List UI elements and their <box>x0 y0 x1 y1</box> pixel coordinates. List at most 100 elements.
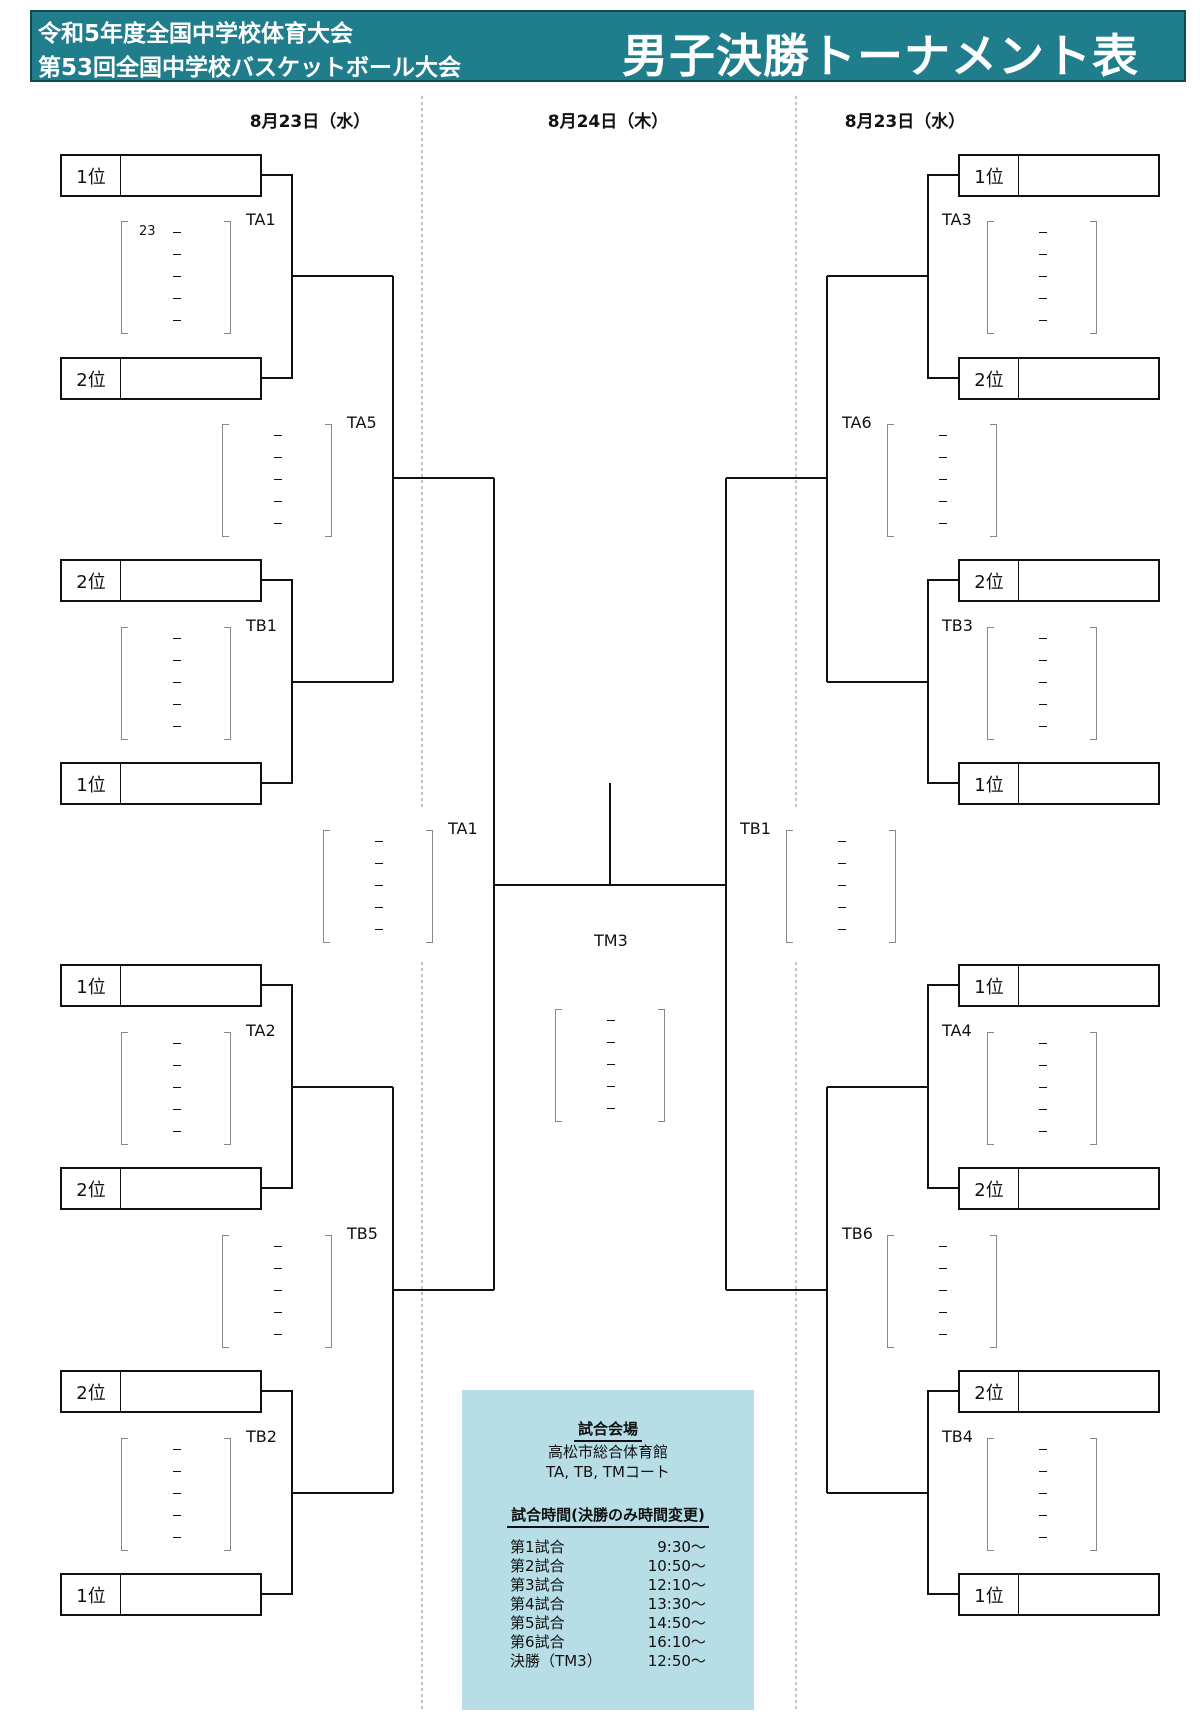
schedule-row: 決勝（TM3） 12:50～ <box>504 1652 712 1671</box>
score-block: 23 <box>121 221 231 334</box>
match-code-semi-right: TB1 <box>740 819 771 838</box>
venue-name: 高松市総合体育館 <box>547 1443 668 1461</box>
schedule-row: 第3試合 12:10～ <box>504 1576 712 1595</box>
team-name <box>1019 1372 1158 1411</box>
match-code-final: TM3 <box>594 931 628 950</box>
slot-right-8: 1位 <box>958 1573 1160 1616</box>
date-left: 8月23日（水） <box>249 112 371 132</box>
title-banner: 令和5年度全国中学校体育大会 第53回全国中学校バスケットボール大会 男子決勝ト… <box>30 10 1186 83</box>
game-label: 第2試合 <box>510 1557 565 1575</box>
slot-right-5: 1位 <box>958 964 1160 1007</box>
team-name <box>121 1575 260 1614</box>
venue-heading: 試合会場 <box>573 1418 642 1442</box>
game-time: 14:50～ <box>647 1614 706 1632</box>
slot-right-3: 2位 <box>958 559 1160 602</box>
slot-left-7: 2位 <box>60 1370 262 1413</box>
game-time: 13:30～ <box>647 1595 706 1613</box>
rank-label: 2位 <box>62 359 121 398</box>
game-time: 12:50～ <box>647 1652 706 1670</box>
game-time: 12:10～ <box>647 1576 706 1594</box>
match-code-tb5: TB5 <box>347 1224 378 1243</box>
slot-left-2: 2位 <box>60 357 262 400</box>
match-code-tb4: TB4 <box>942 1427 973 1446</box>
team-name <box>121 561 260 600</box>
venue-info-box: 試合会場 高松市総合体育館 TA, TB, TMコート 試合時間(決勝のみ時間変… <box>462 1390 754 1710</box>
match-code-ta3: TA3 <box>942 210 972 229</box>
score-block <box>786 830 896 943</box>
rank-label: 1位 <box>62 1575 121 1614</box>
slot-right-1: 1位 <box>958 154 1160 197</box>
team-name <box>1019 764 1158 803</box>
tournament-name: 第53回全国中学校バスケットボール大会 <box>38 55 462 81</box>
score-block <box>987 1032 1097 1145</box>
score-block-final <box>555 1009 665 1122</box>
score-block <box>121 1438 231 1551</box>
rank-label: 2位 <box>960 1372 1019 1411</box>
rank-label: 1位 <box>960 1575 1019 1614</box>
score-block <box>987 1438 1097 1551</box>
game-label: 第6試合 <box>510 1633 565 1651</box>
match-code-tb6: TB6 <box>842 1224 873 1243</box>
score-value: 23 <box>139 224 156 239</box>
date-right: 8月23日（水） <box>844 112 966 132</box>
team-name <box>1019 156 1158 195</box>
team-name <box>121 966 260 1005</box>
rank-label: 2位 <box>960 359 1019 398</box>
slot-left-8: 1位 <box>60 1573 262 1616</box>
court-list: TA, TB, TMコート <box>546 1463 670 1481</box>
slot-left-3: 2位 <box>60 559 262 602</box>
slot-right-4: 1位 <box>958 762 1160 805</box>
rank-label: 2位 <box>960 1169 1019 1208</box>
schedule-row: 第6試合 16:10～ <box>504 1633 712 1652</box>
slot-left-5: 1位 <box>60 964 262 1007</box>
game-label: 第4試合 <box>510 1595 565 1613</box>
slot-left-1: 1位 <box>60 154 262 197</box>
score-block <box>121 627 231 740</box>
schedule-row: 第5試合 14:50～ <box>504 1614 712 1633</box>
rank-label: 1位 <box>960 764 1019 803</box>
slot-left-6: 2位 <box>60 1167 262 1210</box>
rank-label: 1位 <box>960 156 1019 195</box>
match-code-ta5: TA5 <box>347 413 377 432</box>
date-center: 8月24日（木） <box>547 112 669 132</box>
score-block <box>121 1032 231 1145</box>
team-name <box>1019 359 1158 398</box>
team-name <box>1019 561 1158 600</box>
team-name <box>1019 1575 1158 1614</box>
rank-label: 2位 <box>960 561 1019 600</box>
rank-label: 1位 <box>960 966 1019 1005</box>
slot-right-6: 2位 <box>958 1167 1160 1210</box>
match-code-semi-left: TA1 <box>448 819 478 838</box>
game-time: 10:50～ <box>647 1557 706 1575</box>
page-title: 男子決勝トーナメント表 <box>622 29 1139 83</box>
game-label: 決勝（TM3） <box>510 1652 602 1670</box>
rank-label: 1位 <box>62 966 121 1005</box>
schedule-row: 第1試合 9:30～ <box>504 1538 712 1557</box>
game-time: 16:10～ <box>647 1633 706 1651</box>
schedule-row: 第2試合 10:50～ <box>504 1557 712 1576</box>
slot-left-4: 1位 <box>60 762 262 805</box>
score-block <box>887 1235 997 1348</box>
rank-label: 2位 <box>62 561 121 600</box>
team-name <box>121 1169 260 1208</box>
team-name <box>121 764 260 803</box>
match-code-ta2: TA2 <box>246 1021 276 1040</box>
match-code-tb1: TB1 <box>246 616 277 635</box>
score-block <box>887 424 997 537</box>
time-heading: 試合時間(決勝のみ時間変更) <box>507 1504 709 1528</box>
slot-right-7: 2位 <box>958 1370 1160 1413</box>
game-label: 第5試合 <box>510 1614 565 1632</box>
team-name <box>121 156 260 195</box>
match-code-ta6: TA6 <box>842 413 872 432</box>
team-name <box>121 359 260 398</box>
game-time: 9:30～ <box>657 1538 706 1556</box>
match-code-ta4: TA4 <box>942 1021 972 1040</box>
game-label: 第3試合 <box>510 1576 565 1594</box>
team-name <box>1019 1169 1158 1208</box>
game-label: 第1試合 <box>510 1538 565 1556</box>
team-name <box>121 1372 260 1411</box>
schedule-table: 第1試合 9:30～ 第2試合 10:50～ 第3試合 12:10～ 第4試合 13:3… <box>504 1538 712 1671</box>
score-block <box>323 830 433 943</box>
score-block <box>222 1235 332 1348</box>
